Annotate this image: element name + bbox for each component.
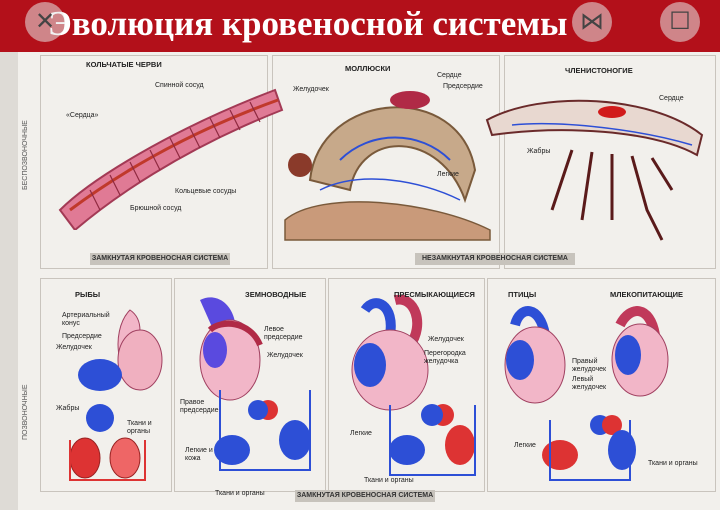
worm-illustration	[58, 88, 284, 230]
worms-panel	[40, 55, 268, 269]
amphibians-right-atrium-label: Правое предсердие	[180, 399, 219, 414]
page-title: Эволюция кровеносной системы	[48, 4, 568, 43]
amphibian-heart-illustration	[199, 297, 311, 471]
open-system-banner: НЕЗАМКНУТАЯ КРОВЕНОСНАЯ СИСТЕМА	[415, 253, 575, 265]
mollusks-heart-label: Сердце	[437, 72, 462, 79]
fish-ventricle-label: Желудочек	[56, 344, 92, 351]
arthropods-heart-label: Сердце	[659, 95, 684, 102]
invertebrates-side-label: БЕСПОЗВОНОЧНЫЕ	[22, 120, 29, 190]
fish-heart-illustration	[69, 309, 163, 481]
fish-gills-label: Жабры	[56, 405, 80, 412]
mammals-left-ventricle-label: Левый желудочек	[572, 376, 607, 391]
reptiles-lungs-label: Легкие	[350, 430, 372, 437]
worms-ring-label: Кольцевые сосуды	[175, 188, 237, 195]
reptiles-septum-label: Перегородка желудочка	[424, 350, 466, 365]
birds-mammals-heart-illustration	[504, 306, 669, 481]
close-icon[interactable]: ✕	[25, 2, 65, 42]
fish-panel	[40, 278, 172, 492]
amphibians-lungs-skin-label: Легкие и кожа	[185, 447, 213, 462]
reptiles-header: ПРЕСМЫКАЮЩИЕСЯ	[394, 290, 475, 299]
amphibians-header: ЗЕМНОВОДНЫЕ	[245, 290, 307, 299]
mammals-lungs-label: Легкие	[514, 442, 536, 449]
mollusks-panel	[272, 55, 500, 269]
closed-system-banner-bottom: ЗАМКНУТАЯ КРОВЕНОСНАЯ СИСТЕМА	[295, 490, 435, 502]
worms-ventral-label: Брюшной сосуд	[130, 205, 182, 212]
amphibians-left-atrium-label: Левое предсердие	[264, 326, 303, 341]
amphibians-ventricle-label: Желудочек	[267, 352, 303, 359]
mollusk-illustration	[284, 91, 491, 241]
birds-mammals-panel	[487, 278, 716, 492]
fish-atrium-label: Предсердие	[62, 333, 102, 340]
birds-header: ПТИЦЫ	[508, 290, 537, 299]
mollusks-header: МОЛЛЮСКИ	[345, 64, 391, 73]
vertebrates-side-label: ПОЗВОНОЧНЫЕ	[22, 384, 29, 440]
amphibians-panel	[174, 278, 326, 492]
fish-cone-label: Артериальный конус	[62, 312, 110, 327]
title-bar: Эволюция кровеносной системы ✕ ⋈ ☐	[0, 0, 720, 52]
share-icon[interactable]: ⋈	[572, 2, 612, 42]
mollusks-lungs-label: Легкие	[437, 171, 459, 178]
mammals-right-ventricle-label: Правый желудочек	[572, 358, 607, 373]
mollusks-ventricle-label: Желудочек	[293, 86, 329, 93]
mammals-tissues-label: Ткани и органы	[648, 460, 698, 467]
amphibians-tissues-label: Ткани и органы	[215, 490, 265, 497]
fish-tissues-label: Ткани и органы	[127, 420, 152, 435]
worms-dorsal-label: Спинной сосуд	[155, 82, 204, 89]
arthropods-gills-label: Жабры	[527, 148, 551, 155]
reptiles-ventricle-label: Желудочек	[428, 336, 464, 343]
mammals-header: МЛЕКОПИТАЮЩИЕ	[610, 290, 684, 299]
worms-hearts-label: «Сердца»	[66, 112, 99, 119]
reptile-heart-illustration	[351, 295, 476, 476]
worms-header: КОЛЬЧАТЫЕ ЧЕРВИ	[86, 60, 162, 69]
crayfish-illustration	[485, 99, 704, 241]
fish-header: РЫБЫ	[75, 290, 101, 299]
closed-system-banner-top: ЗАМКНУТАЯ КРОВЕНОСНАЯ СИСТЕМА	[90, 253, 230, 265]
arthropods-panel	[504, 55, 716, 269]
mollusks-atrium-label: Предсердие	[443, 83, 483, 90]
reptiles-tissues-label: Ткани и органы	[364, 477, 414, 484]
arthropods-header: ЧЛЕНИСТОНОГИЕ	[565, 66, 633, 75]
bookmark-icon[interactable]: ☐	[660, 2, 700, 42]
